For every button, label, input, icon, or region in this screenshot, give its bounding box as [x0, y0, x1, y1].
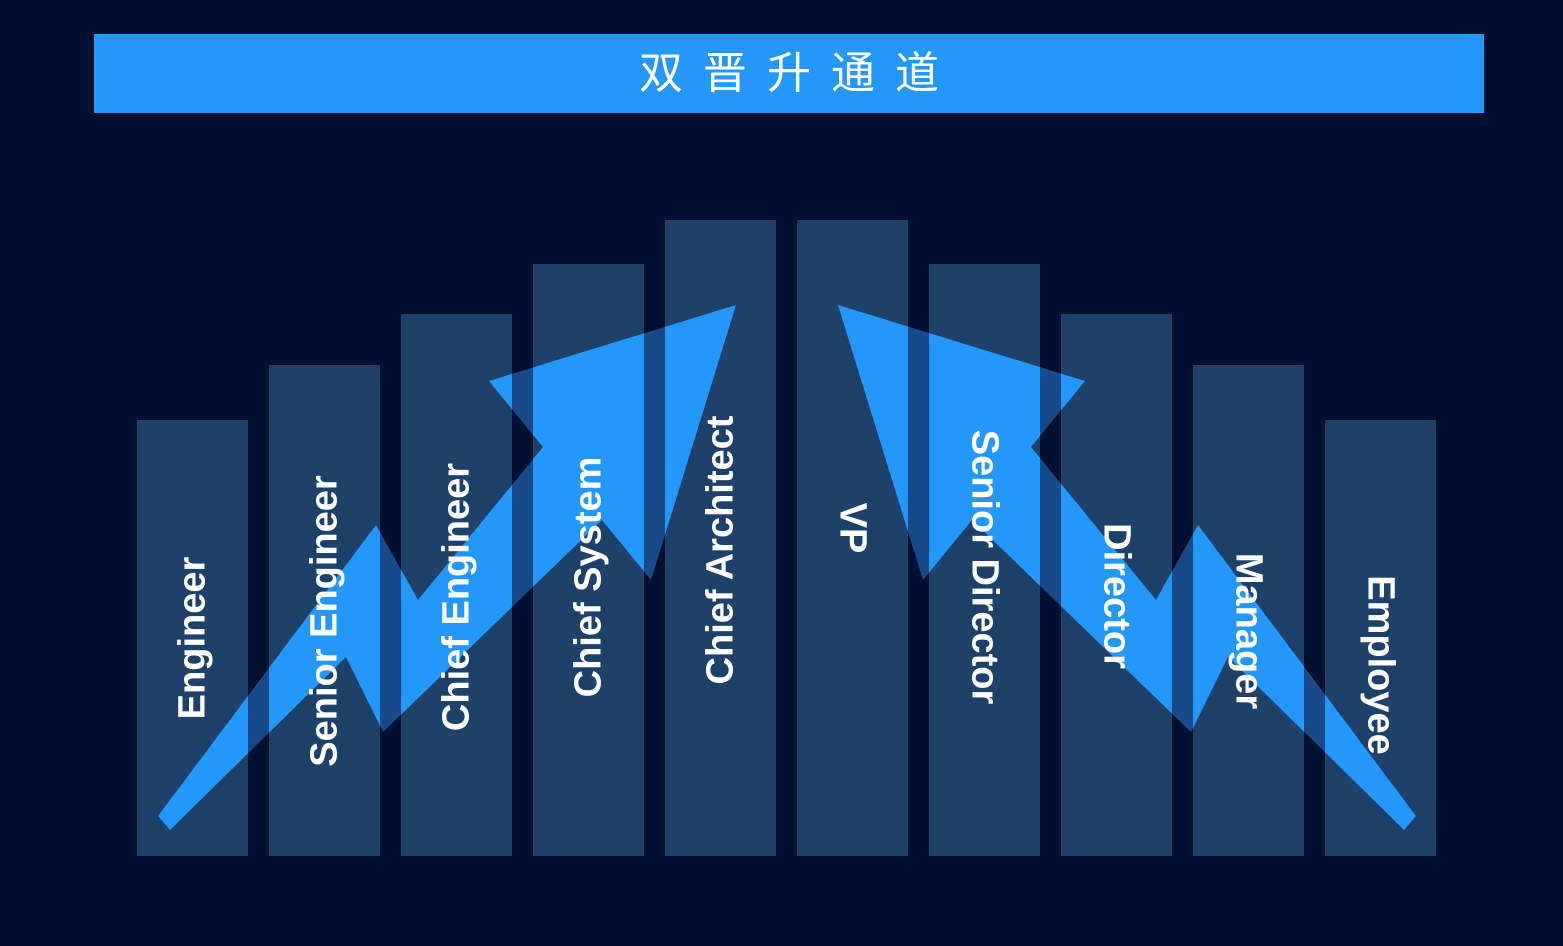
labels-layer: Engineer Senior Engineer Chief Engineer Chi… [172, 415, 1402, 766]
level-label: Director [1096, 523, 1138, 669]
arrows-overlap-layer [158, 305, 1416, 830]
level-label: VP [832, 503, 874, 554]
level-label: Chief System [568, 457, 610, 698]
page-title: 双晋升通道 [639, 47, 959, 99]
level-label: Senior Engineer [304, 475, 346, 767]
level-label: Employee [1360, 575, 1402, 755]
level-label: Manager [1228, 553, 1270, 709]
technical-track-arrow-overlap [158, 305, 736, 830]
management-track-arrow-overlap [838, 305, 1416, 830]
level-label: Chief Engineer [436, 463, 478, 731]
level-label: Chief Architect [700, 415, 742, 684]
level-label: Senior Director [964, 430, 1006, 705]
level-label: Engineer [172, 556, 214, 719]
title-banner: 双晋升通道 [94, 34, 1484, 113]
